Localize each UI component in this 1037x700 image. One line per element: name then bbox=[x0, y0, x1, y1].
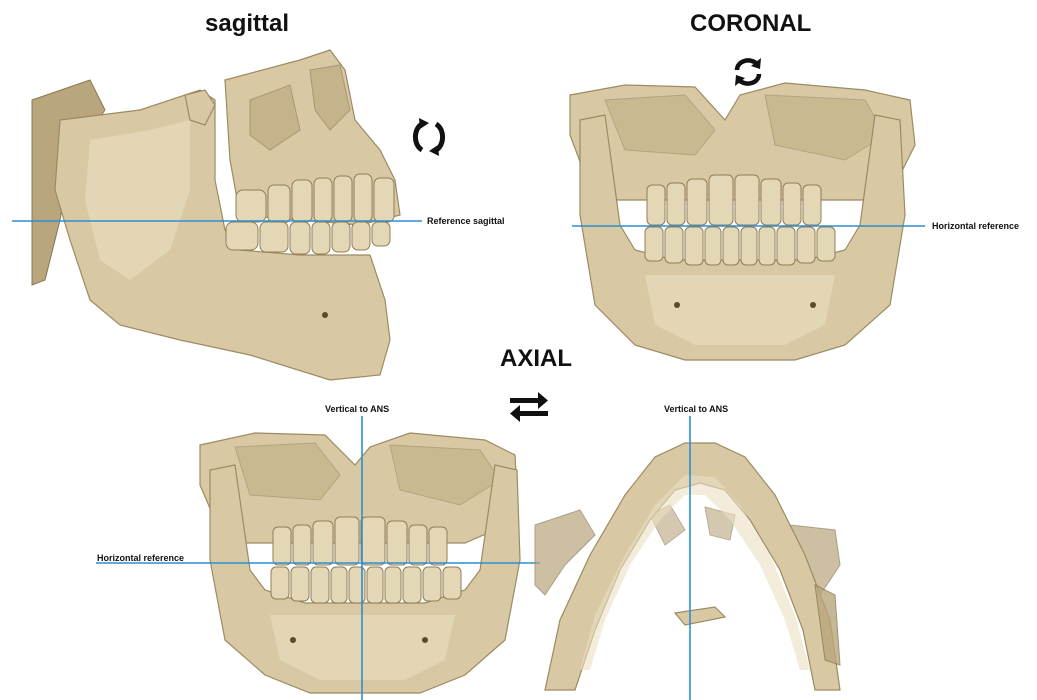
vertical-to-ans-label-right: Vertical to ANS bbox=[664, 404, 728, 414]
